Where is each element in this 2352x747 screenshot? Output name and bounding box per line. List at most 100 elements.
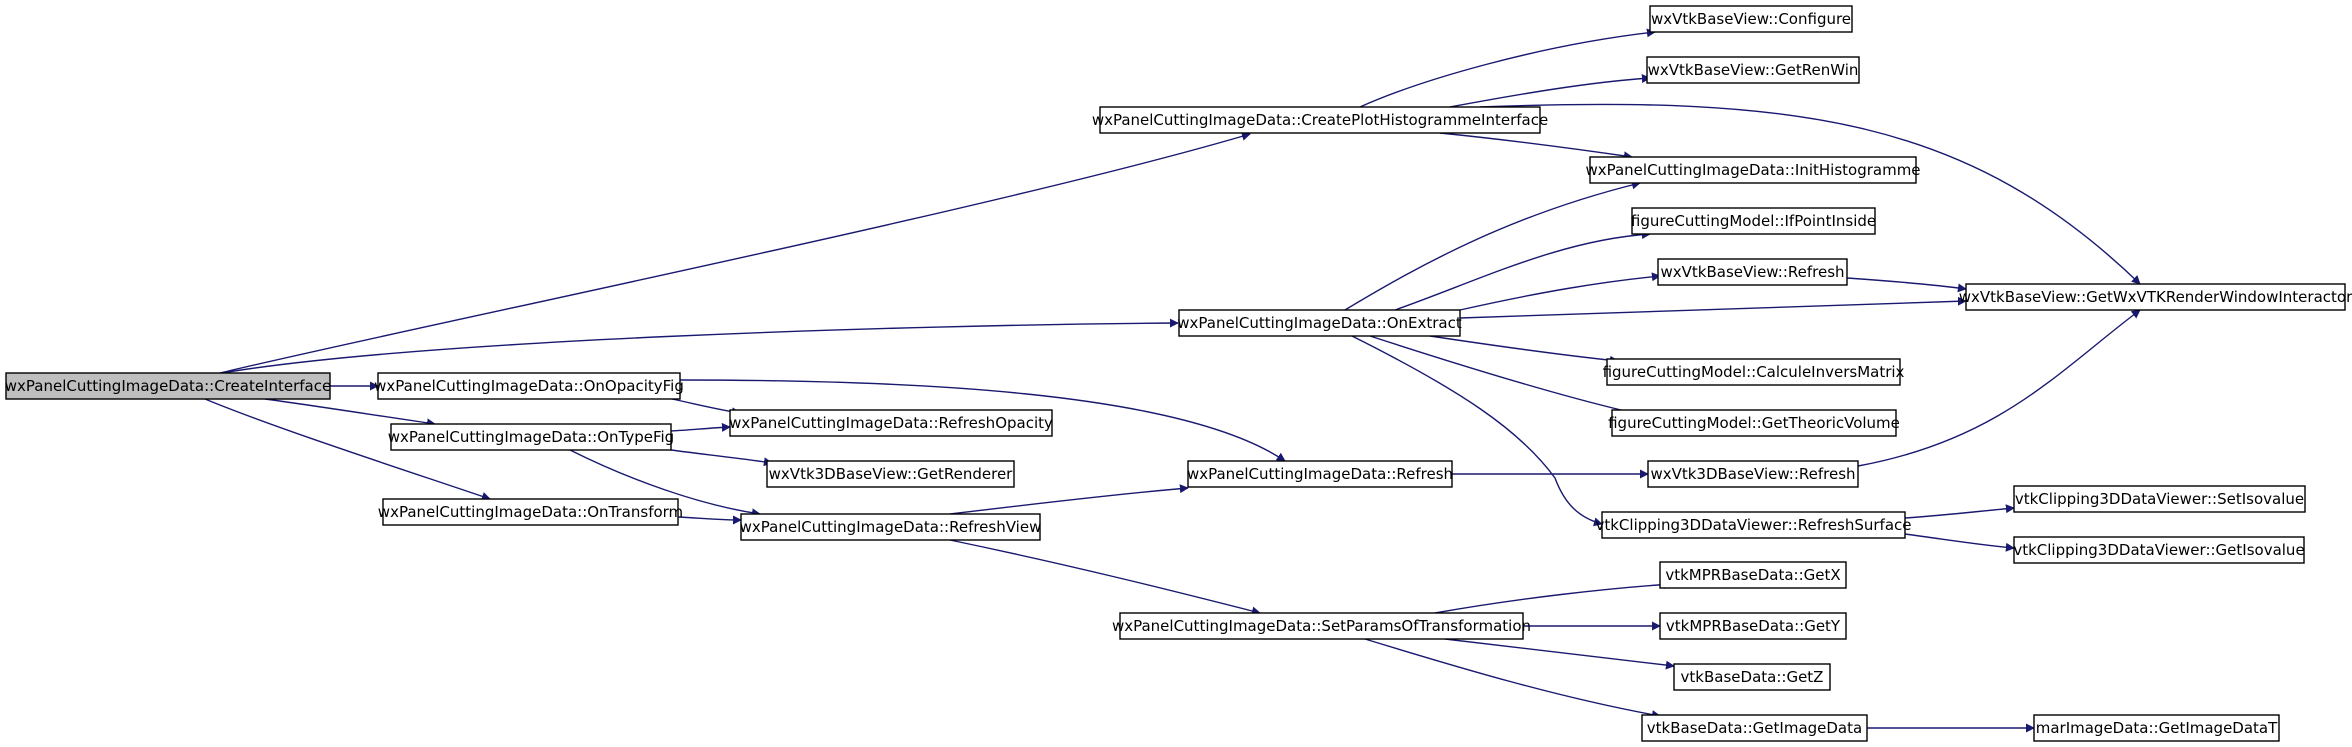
- edge-n0-to-n5: [204, 398, 491, 501]
- node-n0[interactable]: wxPanelCuttingImageData::CreateInterface: [5, 372, 331, 400]
- node-box: [2033, 714, 2280, 742]
- node-box: [377, 372, 681, 400]
- node-n5[interactable]: wxPanelCuttingImageData::OnTransform: [378, 498, 683, 526]
- node-box: [1649, 5, 1853, 33]
- node-label: figureCuttingModel::IfPointInside: [1631, 212, 1876, 230]
- edge-n11-to-n9: [1846, 277, 1967, 293]
- edge-n20-to-n26: [1364, 638, 1661, 719]
- edge-arrow: [1479, 103, 2141, 285]
- node-label: wxPanelCuttingImageData::SetParamsOfTran…: [1112, 617, 1531, 635]
- edge-n2-to-n11: [1459, 272, 1661, 311]
- edge-n2-to-n14: [1351, 335, 1603, 527]
- node-box: [1673, 663, 1831, 691]
- edge-arrow: [569, 449, 761, 518]
- edge-arrow: [204, 398, 491, 501]
- edge-n4-to-n18: [569, 449, 761, 518]
- edge-n14-to-n21: [1904, 504, 2015, 519]
- edge-n1-to-n9: [1479, 103, 2141, 285]
- node-label: vtkBaseData::GetZ: [1681, 668, 1824, 686]
- node-label: wxPanelCuttingImageData::Refresh: [1187, 465, 1453, 483]
- edge-arrow: [1444, 638, 1675, 670]
- node-box: [1178, 309, 1461, 337]
- node-n10[interactable]: figureCuttingModel::IfPointInside: [1631, 207, 1876, 235]
- node-n8[interactable]: wxPanelCuttingImageData::InitHistogramme: [1585, 156, 1921, 184]
- edge-arrow: [1364, 638, 1661, 719]
- edge-arrow: [1351, 335, 1603, 527]
- node-box: [1647, 460, 1859, 488]
- node-n7[interactable]: wxVtkBaseView::GetRenWin: [1646, 56, 1860, 84]
- node-n6[interactable]: wxVtkBaseView::Configure: [1649, 5, 1853, 33]
- edge-arrow: [1459, 296, 1967, 319]
- node-n3[interactable]: wxPanelCuttingImageData::OnOpacityFig: [374, 372, 684, 400]
- node-label: vtkMPRBaseData::GetY: [1666, 617, 1841, 635]
- node-label: wxVtk3DBaseView::Refresh: [1650, 465, 1855, 483]
- node-box: [1659, 561, 1847, 589]
- node-n19[interactable]: wxVtk3DBaseView::Refresh: [1647, 460, 1859, 488]
- node-n9[interactable]: wxVtkBaseView::GetWxVTKRenderWindowInter…: [1959, 283, 2352, 311]
- node-n11[interactable]: wxVtkBaseView::Refresh: [1657, 258, 1848, 286]
- node-n17[interactable]: wxVtk3DBaseView::GetRenderer: [766, 460, 1015, 488]
- node-label: wxPanelCuttingImageData::OnTransform: [378, 503, 683, 521]
- node-n2[interactable]: wxPanelCuttingImageData::OnExtract: [1177, 309, 1462, 337]
- edge-n20-to-n23: [1434, 580, 1673, 614]
- edge-n1-to-n8: [1439, 132, 1633, 161]
- edge-n2-to-n12: [1429, 335, 1619, 365]
- edge-arrow: [1434, 580, 1673, 614]
- node-label: wxVtkBaseView::Configure: [1651, 10, 1851, 28]
- node-box: [1965, 283, 2346, 311]
- node-box: [1657, 258, 1848, 286]
- node-n16[interactable]: wxPanelCuttingImageData::Refresh: [1187, 460, 1453, 488]
- node-label: figureCuttingModel::CalculeInversMatrix: [1603, 363, 1905, 381]
- edge-arrow: [1429, 335, 1619, 365]
- node-n24[interactable]: vtkMPRBaseData::GetY: [1659, 612, 1847, 640]
- node-n1[interactable]: wxPanelCuttingImageData::CreatePlotHisto…: [1092, 106, 1548, 134]
- edge-n1-to-n7: [1449, 74, 1651, 108]
- node-label: figureCuttingModel::GetTheoricVolume: [1608, 414, 1900, 432]
- node-n15[interactable]: wxPanelCuttingImageData::RefreshOpacity: [729, 409, 1053, 437]
- node-n4[interactable]: wxPanelCuttingImageData::OnTypeFig: [388, 423, 674, 451]
- edge-n1-to-n6: [1359, 28, 1656, 108]
- node-box: [1641, 714, 1868, 742]
- edge-n0-to-n4: [264, 398, 436, 428]
- edge-n0-to-n2: [221, 318, 1179, 374]
- edge-n14-to-n22: [1904, 533, 2015, 552]
- edge-arrow: [1394, 230, 1651, 311]
- node-n22[interactable]: vtkClipping3DDataViewer::GetIsovalue: [2013, 536, 2305, 564]
- node-box: [382, 498, 679, 526]
- node-label: wxPanelCuttingImageData::InitHistogramme: [1585, 161, 1920, 179]
- node-box: [1119, 612, 1524, 640]
- node-label: wxVtkBaseView::GetRenWin: [1648, 61, 1859, 79]
- node-box: [1646, 56, 1860, 84]
- edge-arrow: [1857, 309, 2141, 467]
- node-box: [2013, 536, 2305, 564]
- node-n13[interactable]: figureCuttingModel::GetTheoricVolume: [1608, 409, 1900, 437]
- node-box: [1099, 106, 1541, 134]
- edge-arrow: [264, 398, 436, 428]
- node-n23[interactable]: vtkMPRBaseData::GetX: [1659, 561, 1847, 589]
- edge-arrow: [679, 379, 1286, 462]
- edge-n2-to-n10: [1394, 230, 1651, 311]
- edge-arrow: [1846, 277, 1967, 293]
- node-box: [1589, 156, 1917, 184]
- edge-n18-to-n20: [949, 539, 1261, 616]
- edge-arrow: [1904, 504, 2015, 519]
- node-n14[interactable]: vtkClipping3DDataViewer::RefreshSurface: [1595, 511, 1912, 539]
- edge-n19-to-n9: [1857, 309, 2141, 467]
- node-n21[interactable]: vtkClipping3DDataViewer::SetIsovalue: [2013, 485, 2306, 513]
- node-box: [1611, 409, 1897, 437]
- node-label: wxVtkBaseView::GetWxVTKRenderWindowInter…: [1959, 288, 2352, 306]
- node-n18[interactable]: wxPanelCuttingImageData::RefreshView: [740, 513, 1042, 541]
- node-n12[interactable]: figureCuttingModel::CalculeInversMatrix: [1603, 358, 1905, 386]
- node-box: [5, 372, 331, 400]
- node-n27[interactable]: marImageData::GetImageDataT: [2033, 714, 2280, 742]
- edge-n20-to-n25: [1444, 638, 1675, 670]
- node-box: [766, 460, 1015, 488]
- node-n26[interactable]: vtkBaseData::GetImageData: [1641, 714, 1868, 742]
- edge-arrow: [949, 539, 1261, 616]
- node-n25[interactable]: vtkBaseData::GetZ: [1673, 663, 1831, 691]
- edge-arrow: [1344, 180, 1641, 311]
- node-box: [1601, 511, 1906, 539]
- edge-arrow: [1449, 74, 1651, 108]
- node-n20[interactable]: wxPanelCuttingImageData::SetParamsOfTran…: [1112, 612, 1531, 640]
